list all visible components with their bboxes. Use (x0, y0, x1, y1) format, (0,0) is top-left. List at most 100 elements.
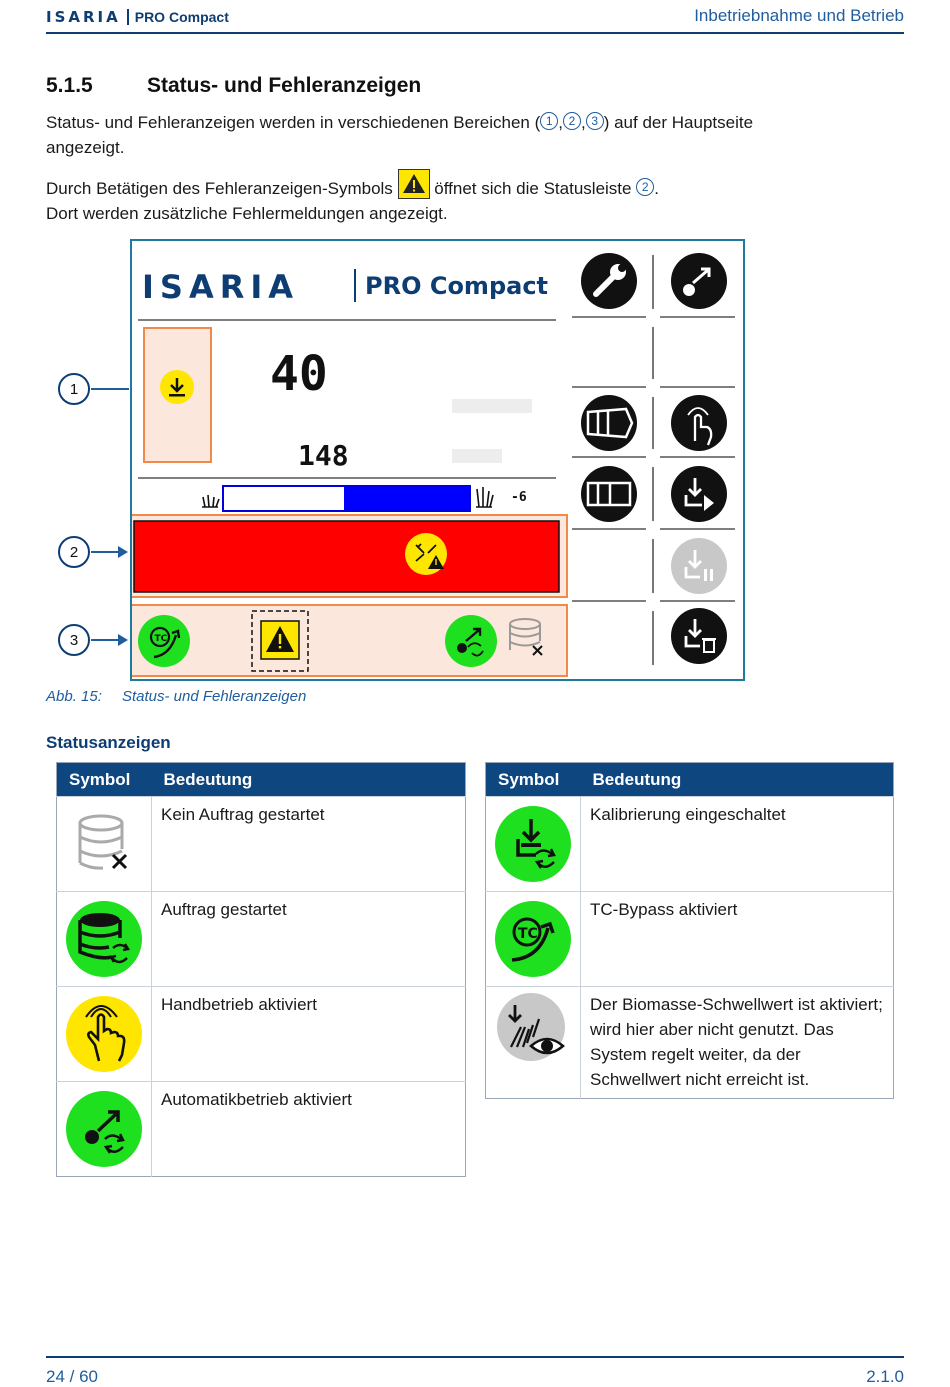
meaning-cell: Handbetrieb aktiviert (151, 986, 466, 1082)
callout-2-arrow (118, 546, 128, 558)
callout-1-label: 1 (69, 380, 79, 398)
intro-text: öffnet sich die Statusleiste (434, 179, 632, 198)
symbol-cell: TC (485, 891, 581, 987)
brand-logo: ISARIA PRO Compact (46, 8, 229, 26)
auto-mode-button-icon[interactable] (671, 253, 727, 309)
callout-3: 3 (58, 624, 90, 656)
calibration-pause-icon[interactable] (671, 538, 727, 594)
meaning-cell: Automatikbetrieb aktiviert (151, 1081, 466, 1177)
intro-text: Status- und Fehleranzeigen werden in ver… (46, 113, 541, 132)
intro-text: ) auf der Hauptseite (603, 113, 754, 132)
page-footer: 24 / 60 2.1.0 (46, 1356, 904, 1386)
sensor-warning-icon[interactable] (405, 533, 447, 575)
caption-text: Status- und Fehleranzeigen (122, 688, 307, 705)
callout-3-label: 3 (69, 631, 79, 649)
symbol-cell (56, 891, 152, 987)
table-row: Der Biomasse-Schwellwert ist aktiviert; … (485, 986, 894, 1099)
callout-ref-2: 2 (562, 112, 581, 130)
intro-text: . (654, 179, 659, 198)
document-version: 2.1.0 (866, 1367, 904, 1386)
side-panel-grid (572, 255, 735, 665)
download-icon[interactable] (160, 370, 194, 404)
table-row: Auftrag gestartet (56, 891, 466, 987)
callout-ref-1: 1 (540, 112, 559, 130)
svg-text:TC: TC (518, 926, 538, 942)
table-row: Kalibrierung eingeschaltet (485, 796, 894, 892)
screen-brand-name: ISARIA (142, 268, 299, 306)
boom-section-full-icon[interactable] (581, 466, 637, 522)
column-header-symbol: Symbol (485, 762, 581, 797)
unit-blurred (452, 399, 532, 413)
symbol-cell (485, 796, 581, 892)
status-area-3 (129, 604, 568, 677)
warning-icon[interactable] (260, 620, 300, 660)
callout-1-line (91, 388, 129, 390)
table-row: Automatikbetrieb aktiviert (56, 1081, 466, 1177)
hand-touch-button-icon[interactable] (671, 395, 727, 451)
callout-1: 1 (58, 373, 90, 405)
calibration-start-icon[interactable] (671, 466, 727, 522)
callout-2: 2 (58, 536, 90, 568)
tc-bypass-icon: TC (495, 901, 571, 977)
wrench-icon[interactable] (581, 253, 637, 309)
value-main: 40 (270, 346, 328, 402)
database-x-icon[interactable] (509, 618, 543, 656)
screen-brand-separator (354, 269, 356, 302)
level-bar-fill (344, 487, 469, 510)
page-number: 24 / 60 (46, 1367, 98, 1386)
error-status-bar[interactable] (133, 520, 560, 593)
symbol-cell (56, 796, 152, 892)
section-title: Status- und Fehleranzeigen (147, 74, 422, 97)
intro-text: Durch Betätigen des Fehleranzeigen-Symbo… (46, 179, 393, 198)
column-header-meaning: Bedeutung (151, 762, 466, 797)
brand-name: ISARIA (46, 8, 121, 26)
auto-mode-icon[interactable] (445, 615, 497, 667)
symbol-cell (56, 986, 152, 1082)
table-header: Symbol Bedeutung (56, 762, 466, 797)
section-number: 5.1.5 (46, 74, 93, 97)
screen-brand: ISARIA PRO Compact (142, 268, 548, 306)
tc-bypass-icon[interactable]: TC (138, 615, 190, 667)
callout-3-line (91, 639, 119, 641)
intro-text: Dort werden zusätzliche Fehlermeldungen … (46, 204, 448, 223)
meaning-cell: Kein Auftrag gestartet (151, 796, 466, 892)
section-heading: 5.1.5 Status- und Fehleranzeigen (46, 74, 421, 98)
calibration-delete-icon[interactable] (671, 608, 727, 664)
callout-3-arrow (118, 634, 128, 646)
database-sync-icon (66, 901, 142, 977)
warning-icon-frame (251, 610, 309, 672)
table-row: Kein Auftrag gestartet (56, 796, 466, 892)
crop-high-icon (476, 487, 494, 508)
screen-brand-model: PRO Compact (365, 272, 548, 300)
device-screen-figure: ISARIA PRO Compact 40 148 -6 (129, 239, 745, 681)
database-x-icon (78, 814, 128, 870)
meaning-cell: Kalibrierung eingeschaltet (580, 796, 894, 892)
biomass-threshold-icon (497, 993, 565, 1061)
meaning-cell: Der Biomasse-Schwellwert ist aktiviert; … (580, 986, 894, 1099)
meaning-cell: TC-Bypass aktiviert (580, 891, 894, 987)
brand-separator (126, 9, 129, 25)
auto-mode-icon (66, 1091, 142, 1167)
table-header: Symbol Bedeutung (485, 762, 894, 797)
brand-model: PRO Compact (134, 9, 229, 25)
table-row: Handbetrieb aktiviert (56, 986, 466, 1082)
callout-2-line (91, 551, 119, 553)
warning-icon (397, 169, 430, 199)
intro-paragraph-2: Durch Betätigen des Fehleranzeigen-Symbo… (46, 169, 896, 226)
calibration-icon (495, 806, 571, 882)
caption-label: Abb. 15: (46, 688, 102, 705)
bar-end-label: -6 (511, 490, 527, 505)
chapter-title: Inbetriebnahme und Betrieb (694, 6, 904, 25)
meaning-cell: Auftrag gestartet (151, 891, 466, 987)
symbol-cell (485, 986, 581, 1099)
page-header: ISARIA PRO Compact Inbetriebnahme und Be… (46, 6, 904, 34)
status-table-left: Symbol Bedeutung Kein Auftrag gestartet … (56, 762, 466, 1177)
callout-ref-3: 3 (585, 112, 604, 130)
device-screen: ISARIA PRO Compact 40 148 -6 (129, 253, 735, 677)
hand-touch-icon (66, 996, 142, 1072)
intro-text: angezeigt. (46, 138, 125, 157)
column-header-symbol: Symbol (56, 762, 152, 797)
callout-2-label: 2 (69, 543, 79, 561)
svg-text:TC: TC (155, 634, 168, 644)
boom-section-left-icon[interactable] (581, 395, 637, 451)
